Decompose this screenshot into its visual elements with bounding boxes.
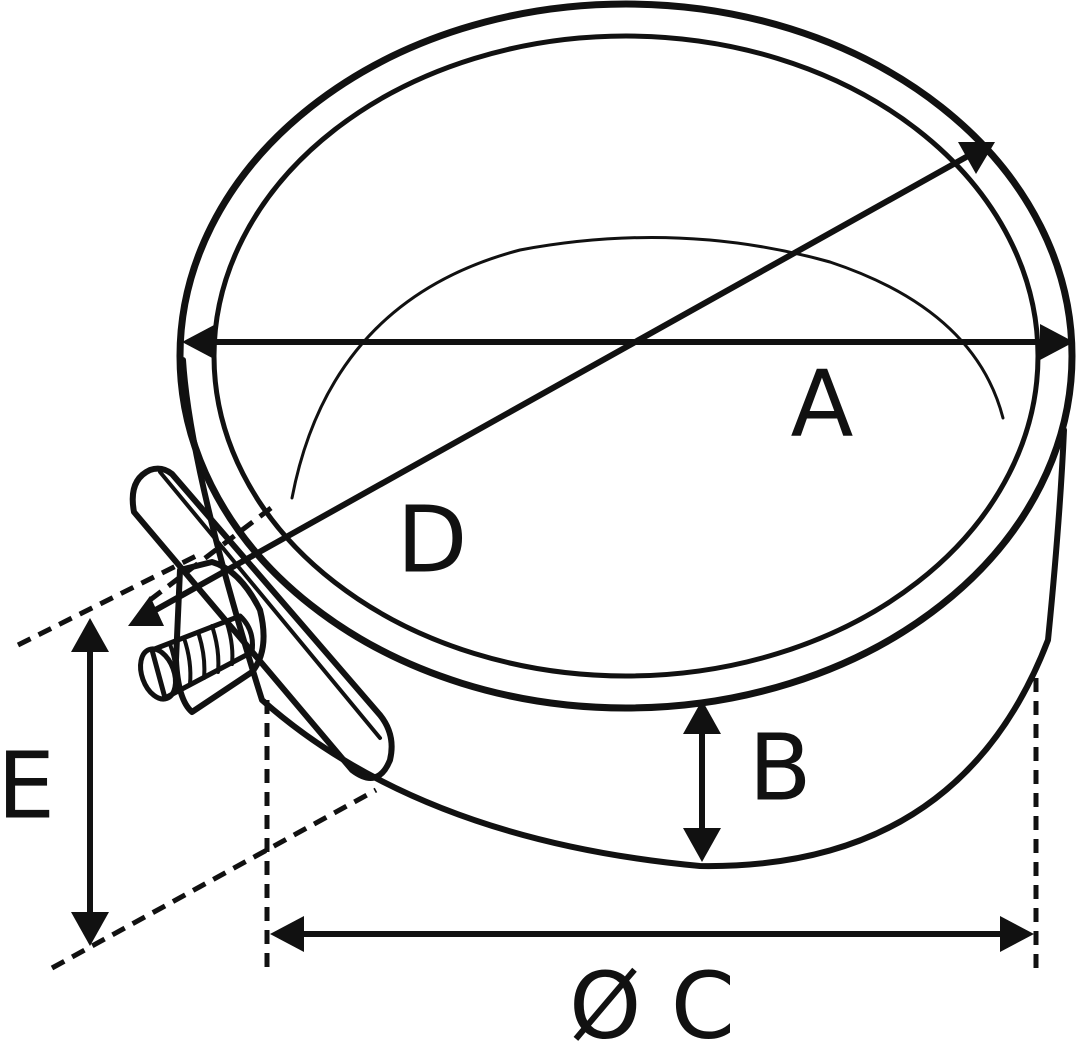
wing-screw xyxy=(129,465,395,781)
dimension-e-guide-lower xyxy=(50,787,378,971)
dimension-c-arrow-left xyxy=(270,916,304,952)
dimension-a xyxy=(182,324,1074,360)
dimension-c xyxy=(264,678,1039,975)
wing-tab-edge xyxy=(158,470,382,740)
dimension-a-arrow-left xyxy=(182,324,216,360)
dimension-e xyxy=(16,553,378,971)
dimension-e-arrow-top xyxy=(71,618,109,652)
dimension-d xyxy=(128,142,995,626)
dimension-e-arrow-bottom xyxy=(71,912,109,946)
clamp-outer-rim xyxy=(176,0,1076,712)
label-c: Ø C xyxy=(569,952,735,1059)
dimension-e-guide-upper xyxy=(16,553,198,648)
dimension-b-arrow-top xyxy=(683,700,721,734)
dimension-a-arrow-right xyxy=(1040,324,1074,360)
clamp-body xyxy=(176,0,1076,870)
screw-thread xyxy=(149,613,255,701)
dimension-c-arrow-right xyxy=(1000,916,1034,952)
dimension-b xyxy=(683,700,721,862)
label-b: B xyxy=(748,714,811,821)
label-d: D xyxy=(397,486,468,593)
clamp-back-edge xyxy=(290,236,1005,500)
dimension-b-arrow-bottom xyxy=(683,828,721,862)
dimension-d-arrow-lower xyxy=(128,596,164,626)
clamp-band xyxy=(180,357,1067,870)
screw-tip xyxy=(138,646,178,702)
label-e: E xyxy=(0,732,55,839)
dimension-d-arrow-upper xyxy=(958,142,995,174)
wing-tab xyxy=(129,465,395,781)
clamp-inner-rim xyxy=(211,33,1041,679)
label-a: A xyxy=(791,350,854,457)
